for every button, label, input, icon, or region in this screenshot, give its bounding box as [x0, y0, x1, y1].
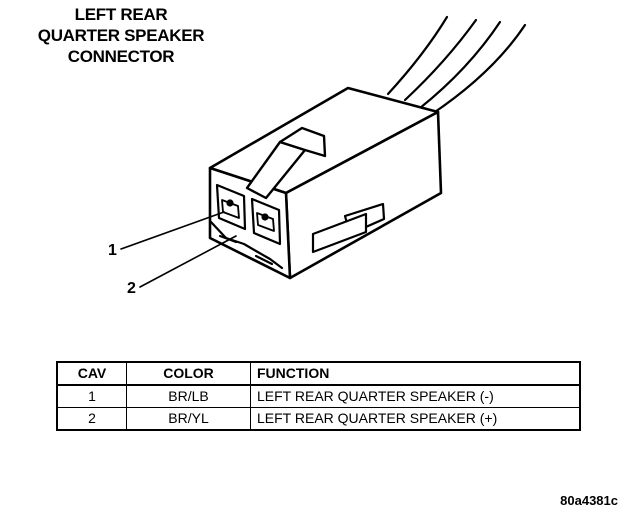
callout-cavity-2: 2	[127, 280, 136, 297]
title-line-3: CONNECTOR	[67, 47, 175, 66]
row-1-cav: 1	[56, 384, 127, 408]
header-color: COLOR	[126, 361, 251, 386]
header-cav: CAV	[56, 361, 127, 386]
wire-1	[386, 15, 449, 96]
terminal-cavities	[215, 183, 282, 246]
table-row: 2 BR/YL LEFT REAR QUARTER SPEAKER (+)	[56, 407, 581, 431]
wire-harness	[386, 15, 527, 116]
header-function: FUNCTION	[250, 361, 581, 386]
row-1-color: BR/LB	[126, 384, 251, 408]
callout-cavity-1: 1	[108, 242, 117, 259]
wire-2	[403, 18, 478, 102]
title-line-2: QUARTER SPEAKER	[37, 26, 205, 45]
row-2-color: BR/YL	[126, 407, 251, 431]
diagram-title: LEFT REAR QUARTER SPEAKER CONNECTOR	[8, 4, 234, 67]
row-1-function: LEFT REAR QUARTER SPEAKER (-)	[250, 384, 581, 408]
latch-head	[278, 126, 327, 158]
figure-reference-id: 80a4381c	[560, 493, 618, 508]
pinout-header-row: CAV COLOR FUNCTION	[56, 361, 581, 386]
leader-line-1	[120, 211, 225, 250]
leader-lines	[120, 211, 237, 288]
side-guide-rail	[311, 202, 386, 254]
connector-housing	[208, 86, 443, 280]
wire-4	[430, 23, 527, 116]
leader-line-2	[139, 235, 237, 288]
wire-3	[418, 20, 502, 110]
cavity-1-pin	[226, 199, 234, 207]
table-row: 1 BR/LB LEFT REAR QUARTER SPEAKER (-)	[56, 384, 581, 408]
locking-latch	[245, 126, 327, 200]
front-keying	[209, 220, 284, 270]
pinout-table: CAV COLOR FUNCTION 1 BR/LB LEFT REAR QUA…	[56, 361, 581, 431]
cavity-2-pin	[261, 213, 269, 221]
guide-slot	[311, 212, 368, 254]
row-2-function: LEFT REAR QUARTER SPEAKER (+)	[250, 407, 581, 431]
title-line-1: LEFT REAR	[74, 5, 168, 24]
connector-illustration	[120, 15, 527, 288]
row-2-cav: 2	[56, 407, 127, 431]
